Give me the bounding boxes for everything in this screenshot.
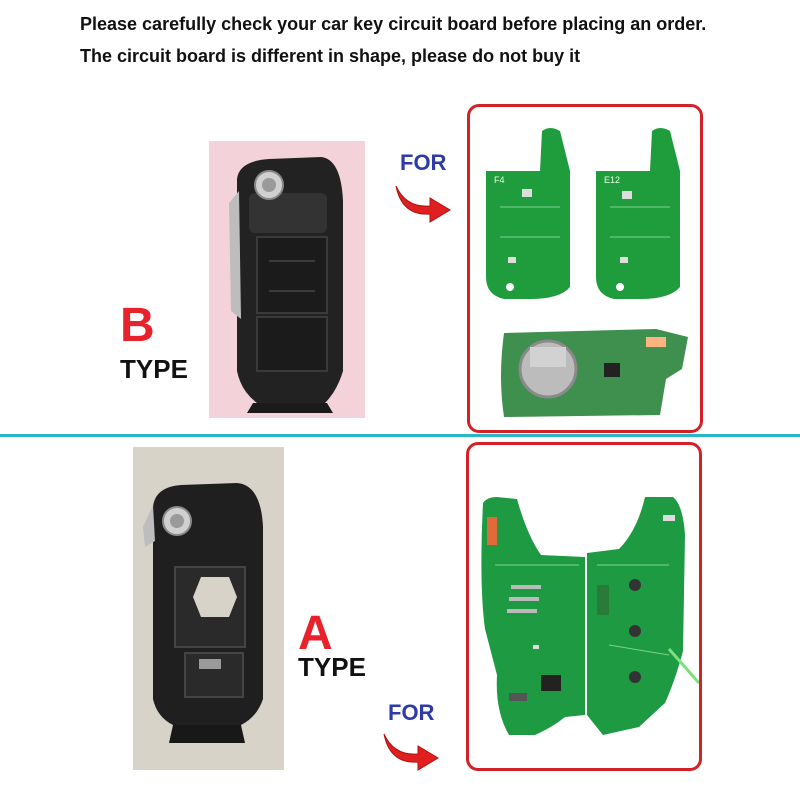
key-shell-photo-a <box>133 447 284 770</box>
svg-text:F4: F4 <box>494 175 505 185</box>
type-letter-a: A <box>298 607 333 660</box>
notice-line-1: Please carefully check your car key circ… <box>80 14 707 34</box>
pcb-board-battery <box>501 329 688 417</box>
for-label-a: FOR <box>388 700 435 725</box>
pcb-board-left <box>481 497 585 735</box>
circuit-board-frame-b: F4 E12 <box>467 104 703 433</box>
type-word-b: TYPE <box>120 354 188 384</box>
for-label-b: FOR <box>400 150 447 175</box>
key-shell-photo-b <box>209 141 365 418</box>
type-word-a: TYPE <box>298 652 366 682</box>
curved-arrow-icon <box>383 733 439 771</box>
pcb-board-f4: F4 <box>486 128 570 299</box>
circuit-board-frame-a <box>466 442 702 771</box>
type-letter-b: B <box>120 299 155 352</box>
curved-arrow-icon <box>395 185 451 223</box>
pcb-board-right <box>587 497 699 735</box>
notice-line-2: The circuit board is different in shape,… <box>80 46 581 66</box>
pcb-board-e12: E12 <box>596 128 680 299</box>
section-divider <box>0 434 800 437</box>
svg-text:E12: E12 <box>604 175 620 185</box>
